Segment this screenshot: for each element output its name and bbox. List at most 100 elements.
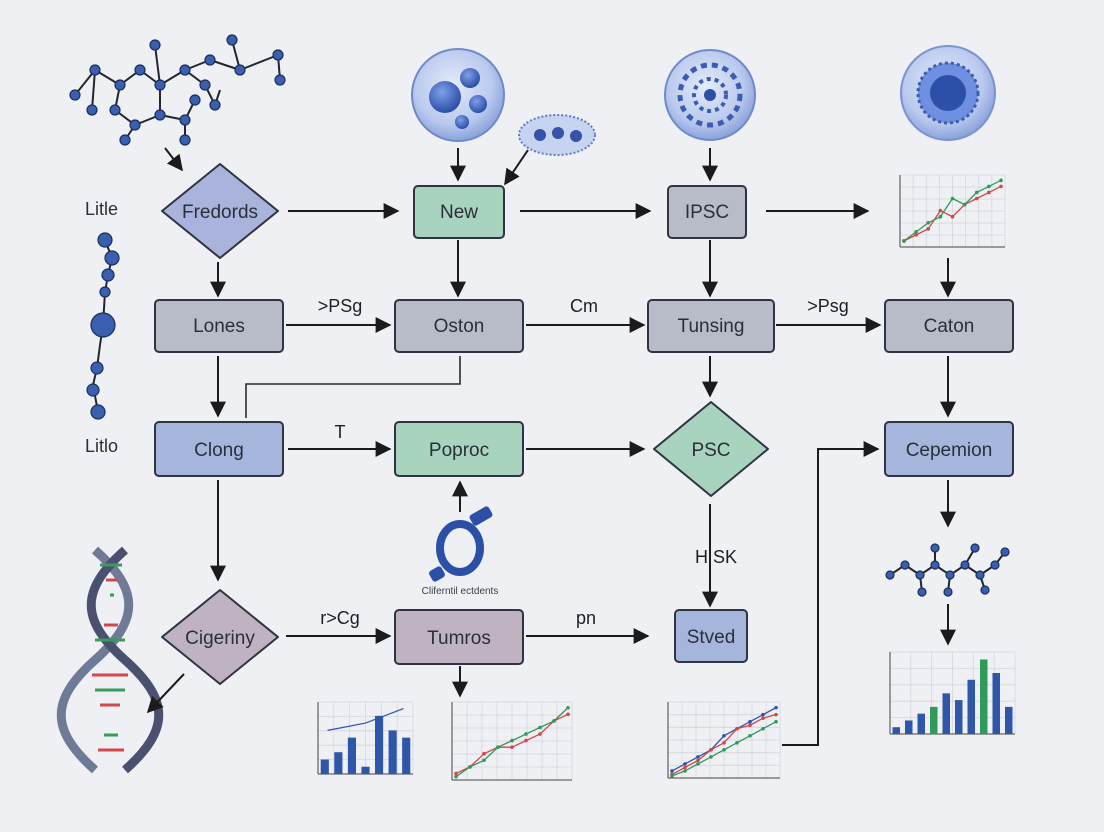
- node-poproc: Poproc: [394, 421, 524, 477]
- node-label: Oston: [434, 316, 485, 337]
- node-caton: Caton: [884, 299, 1014, 353]
- bar: [967, 679, 975, 734]
- data-point: [722, 748, 726, 752]
- data-point: [496, 745, 500, 749]
- data-point: [482, 758, 486, 763]
- data-point: [950, 196, 955, 201]
- edge: [504, 149, 529, 186]
- edge-label: >PSg: [318, 296, 363, 316]
- data-point: [510, 745, 514, 749]
- bar: [905, 720, 913, 734]
- data-point: [950, 214, 955, 219]
- node-clong: Clong: [154, 421, 284, 477]
- data-point: [670, 774, 674, 778]
- data-point: [538, 725, 542, 730]
- trend-line: [327, 707, 404, 731]
- bar: [955, 700, 963, 734]
- chart-grid: [317, 701, 414, 775]
- data-point: [735, 726, 739, 731]
- edge-label: H SK: [695, 547, 737, 567]
- data-point: [454, 774, 458, 779]
- node-label: New: [440, 202, 478, 223]
- data-point: [683, 762, 687, 766]
- node-new: New: [413, 185, 505, 239]
- data-point: [683, 765, 687, 770]
- data-point: [938, 208, 943, 213]
- data-point: [566, 712, 570, 717]
- data-point: [722, 733, 726, 738]
- data-point: [774, 705, 778, 710]
- node-cepemion: Cepemion: [884, 421, 1014, 477]
- data-point: [761, 712, 765, 717]
- node-lones: Lones: [154, 299, 284, 353]
- data-point: [902, 239, 906, 243]
- data-point: [974, 196, 979, 201]
- data-point: [987, 190, 991, 195]
- data-point: [774, 712, 778, 717]
- bar: [361, 766, 370, 774]
- edges: [146, 147, 956, 746]
- bond-ring-icon: [429, 506, 493, 582]
- data-point: [748, 723, 752, 728]
- data-point: [482, 751, 486, 756]
- node-label: Cigeriny: [185, 628, 255, 649]
- data-point: [962, 202, 967, 207]
- node-label: Tunsing: [678, 316, 745, 337]
- data-point: [696, 758, 700, 763]
- node-label: Fredords: [182, 202, 258, 223]
- node-psc: PSC: [653, 401, 769, 497]
- data-point: [468, 765, 472, 769]
- edge-label: >Psg: [807, 296, 849, 316]
- mini-line-chart: [899, 174, 1006, 248]
- bar: [320, 759, 329, 774]
- data-point: [696, 755, 700, 759]
- dna-helix-icon: [56, 546, 164, 774]
- data-point: [748, 733, 752, 738]
- cell-icon: [900, 45, 996, 141]
- bar: [992, 673, 1000, 734]
- node-label: Tumros: [427, 628, 491, 649]
- node-label: Caton: [924, 316, 975, 337]
- node-predords: Fredords: [161, 163, 279, 259]
- side-label-bottom: Litlo: [85, 436, 118, 456]
- data-point: [974, 190, 979, 195]
- bar: [930, 706, 938, 734]
- node-tumros: Tumros: [394, 609, 524, 665]
- data-point: [914, 233, 918, 237]
- data-point: [709, 748, 713, 752]
- edge: [245, 356, 461, 418]
- bond-object-caption: Cliferntil ectdents: [422, 586, 499, 597]
- cell-icon: [664, 49, 756, 141]
- mini-bar-chart: [317, 701, 414, 775]
- data-point: [510, 738, 514, 743]
- data-point: [538, 732, 542, 736]
- edge: [782, 441, 880, 746]
- edge-label: T: [335, 422, 346, 442]
- data-point: [524, 732, 528, 736]
- node-label: Poproc: [429, 440, 489, 461]
- node-label: PSC: [691, 440, 730, 461]
- bar: [980, 659, 988, 734]
- node-label: Lones: [193, 316, 245, 337]
- edge: [146, 673, 185, 714]
- cell-icon: [518, 114, 596, 156]
- data-point: [709, 755, 713, 759]
- mini-line-chart: [667, 701, 781, 779]
- data-point: [735, 741, 739, 745]
- node-label: Clong: [194, 440, 244, 461]
- molecule-icon: [69, 34, 286, 146]
- data-point: [926, 220, 931, 225]
- data-point: [683, 769, 687, 773]
- data-point: [761, 726, 765, 731]
- edge-label: pn: [576, 608, 596, 628]
- bar: [402, 737, 411, 774]
- side-label-top: Litle: [85, 199, 118, 219]
- data-point: [926, 227, 931, 231]
- bar: [1005, 706, 1013, 734]
- node-stved: Stved: [674, 609, 748, 663]
- edge-label: Cm: [570, 296, 598, 316]
- edge: [164, 147, 183, 172]
- data-point: [774, 719, 778, 724]
- mini-bar-chart: [889, 651, 1016, 735]
